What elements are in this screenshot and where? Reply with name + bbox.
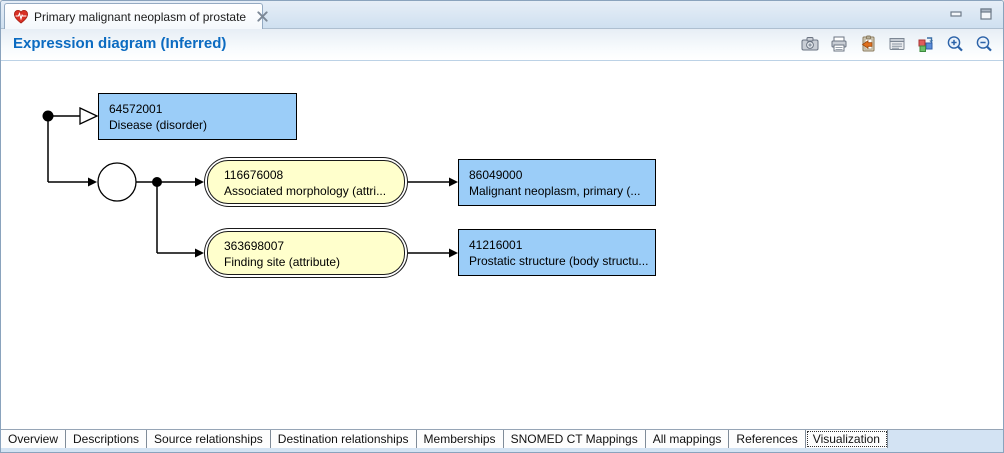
tab-references[interactable]: References (729, 430, 806, 448)
maximize-icon[interactable] (977, 6, 995, 22)
expression-diagram-canvas: 64572001 Disease (disorder) 116676008 As… (1, 61, 1003, 431)
editor-tab-concept[interactable]: Primary malignant neoplasm of prostate (4, 3, 268, 29)
attribute-node-inner: 363698007 Finding site (attribute) (207, 231, 405, 275)
concept-node-disease[interactable]: 64572001 Disease (disorder) (98, 93, 297, 140)
tab-destination-relationships[interactable]: Destination relationships (270, 430, 417, 448)
zoom-out-icon[interactable] (973, 33, 995, 55)
concept-node-prostatic-structure[interactable]: 41216001 Prostatic structure (body struc… (458, 229, 656, 276)
attribute-term: Finding site (attribute) (224, 255, 341, 269)
attribute-id: 363698007 (224, 239, 285, 253)
isa-arrowhead (79, 106, 99, 126)
diagram-toolbar (799, 33, 995, 55)
bottom-tabs: Overview Descriptions Source relationshi… (1, 430, 888, 448)
camera-snapshot-icon[interactable] (799, 33, 821, 55)
editor-tab-title: Primary malignant neoplasm of prostate (34, 9, 247, 24)
attribute-id: 116676008 (224, 168, 284, 182)
attribute-term: Associated morphology (attri... (224, 184, 387, 198)
tab-memberships[interactable]: Memberships (416, 430, 504, 448)
concept-heart-icon (13, 9, 29, 25)
group-arrowhead (88, 177, 97, 187)
attribute-node-inner: 116676008 Associated morphology (attri..… (207, 160, 405, 204)
export-ontology-icon[interactable] (915, 33, 937, 55)
tab-visualization[interactable]: Visualization (805, 430, 888, 448)
print-icon[interactable] (828, 33, 850, 55)
properties-report-icon[interactable] (886, 33, 908, 55)
attribute-node-finding-site[interactable]: 363698007 Finding site (attribute) (204, 228, 408, 278)
concept-node-malignant-neoplasm[interactable]: 86049000 Malignant neoplasm, primary (..… (458, 159, 656, 206)
window-controls (947, 6, 995, 22)
page-title: Expression diagram (Inferred) (13, 35, 227, 52)
tab-snomed-ct-mappings[interactable]: SNOMED CT Mappings (503, 430, 646, 448)
close-icon[interactable] (257, 10, 268, 24)
concept-id: 64572001 (109, 102, 163, 116)
role-group-circle[interactable] (97, 162, 137, 202)
view-header: Expression diagram (Inferred) (1, 29, 1003, 61)
bottom-tab-strip: Overview Descriptions Source relationshi… (1, 429, 1003, 452)
concept-term: Malignant neoplasm, primary (... (469, 184, 641, 198)
tab-descriptions[interactable]: Descriptions (66, 430, 148, 448)
tab-overview[interactable]: Overview (1, 430, 67, 448)
zoom-in-icon[interactable] (944, 33, 966, 55)
minimize-icon[interactable] (947, 6, 965, 22)
attribute-node-associated-morphology[interactable]: 116676008 Associated morphology (attri..… (204, 157, 408, 207)
concept-id: 86049000 (469, 168, 523, 182)
diagram-connectors (42, 106, 458, 258)
tab-source-relationships[interactable]: Source relationships (147, 430, 271, 448)
editor-tabbar: Primary malignant neoplasm of prostate (1, 1, 1003, 29)
concept-term: Prostatic structure (body structu... (469, 254, 649, 268)
copy-to-clipboard-icon[interactable] (857, 33, 879, 55)
concept-id: 41216001 (469, 238, 523, 252)
concept-term: Disease (disorder) (109, 118, 208, 132)
tab-all-mappings[interactable]: All mappings (645, 430, 730, 448)
